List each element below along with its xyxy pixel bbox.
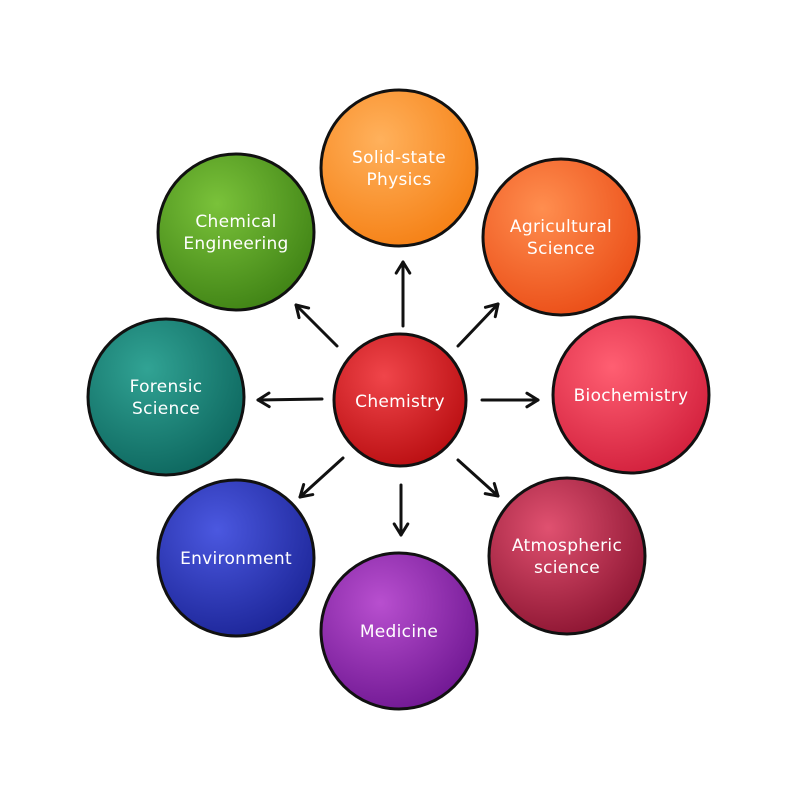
center-label: Chemistry <box>355 392 445 412</box>
arrow-to-biochemistry <box>480 391 540 409</box>
arrow-to-atmospheric-science <box>456 458 500 498</box>
node-circle <box>481 157 641 317</box>
arrow-to-solid-state-physics <box>394 260 412 328</box>
node-circle <box>319 551 479 711</box>
node-label: Solid-state <box>352 148 446 168</box>
arrow-to-medicine <box>392 483 410 537</box>
arrow-to-environment <box>298 456 345 499</box>
node-label: science <box>534 558 600 578</box>
arrow-to-chemical-engineering <box>294 303 339 348</box>
node-circle <box>487 476 647 636</box>
node-label: Biochemistry <box>574 386 689 406</box>
node-label: Science <box>527 239 595 259</box>
node-circle <box>319 88 479 248</box>
node-environment: Environment <box>156 478 316 638</box>
center-circle <box>332 332 468 468</box>
node-circle <box>156 478 316 638</box>
node-label: Physics <box>367 170 432 190</box>
node-label: Science <box>132 399 200 419</box>
arrow-to-agricultural-science <box>456 302 500 348</box>
node-label: Chemical <box>195 212 276 232</box>
node-circle <box>156 152 316 312</box>
center-node: Chemistry <box>332 332 468 468</box>
arrow-group <box>256 260 540 537</box>
node-group: Solid-statePhysicsAgriculturalScienceBio… <box>86 88 711 711</box>
node-label: Medicine <box>360 622 438 642</box>
node-label: Engineering <box>183 234 288 254</box>
node-medicine: Medicine <box>319 551 479 711</box>
node-biochemistry: Biochemistry <box>551 315 711 475</box>
node-label: Environment <box>180 549 292 569</box>
arrow-to-forensic-science <box>256 391 324 409</box>
node-label: Atmospheric <box>512 536 622 556</box>
node-label: Agricultural <box>510 217 612 237</box>
node-label: Forensic <box>130 377 203 397</box>
node-circle <box>86 317 246 477</box>
node-circle <box>551 315 711 475</box>
